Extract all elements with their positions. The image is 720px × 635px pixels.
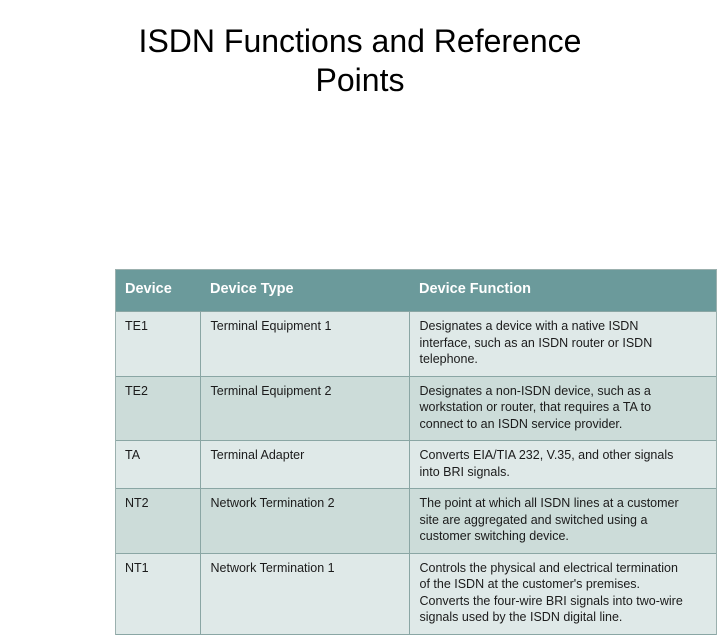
function-line: Converts the four-wire BRI signals into …: [419, 593, 683, 608]
cell-device-type: Terminal Adapter: [200, 440, 410, 489]
function-line: signals used by the ISDN digital line.: [419, 610, 623, 624]
table-row: TE1 Terminal Equipment 1 Designates a de…: [116, 311, 716, 376]
table-body: TE1 Terminal Equipment 1 Designates a de…: [116, 311, 716, 635]
function-line: Converts EIA/TIA 232, V.35, and other si…: [419, 448, 674, 462]
function-line: site are aggregated and switched using a: [419, 512, 648, 527]
function-line: Designates a non-ISDN device, such as a: [419, 383, 651, 398]
table-row: NT2 Network Termination 2 The point at w…: [116, 488, 716, 553]
table-row: NT1 Network Termination 1 Controls the p…: [116, 552, 716, 635]
function-line: interface, such as an ISDN router or ISD…: [419, 335, 653, 350]
cell-device: TA: [116, 440, 201, 489]
function-line: Designates a device with a native ISDN: [419, 319, 639, 333]
cell-device-function: Designates a non-ISDN device, such as a …: [409, 375, 716, 441]
cell-device: TE2: [116, 375, 201, 441]
function-line: The point at which all ISDN lines at a c…: [419, 496, 679, 510]
function-line: workstation or router, that requires a T…: [419, 400, 652, 414]
function-line: telephone.: [419, 352, 478, 366]
page-title: ISDN Functions and Reference Points: [30, 22, 690, 100]
cell-device-function: Controls the physical and electrical ter…: [409, 552, 716, 635]
cell-device: NT1: [116, 552, 201, 635]
function-line: customer switching device.: [419, 529, 569, 543]
cell-device: TE1: [116, 311, 201, 376]
table-row: TA Terminal Adapter Converts EIA/TIA 232…: [116, 440, 716, 489]
table-header: Device Device Type Device Function: [116, 270, 716, 312]
column-header-device: Device: [116, 270, 200, 312]
function-line: Controls the physical and electrical ter…: [419, 560, 678, 575]
function-line: connect to an ISDN service provider.: [419, 416, 623, 431]
cell-device-type: Network Termination 2: [200, 488, 410, 553]
table-row: TE2 Terminal Equipment 2 Designates a no…: [116, 375, 716, 441]
function-line: into BRI signals.: [419, 464, 510, 479]
isdn-device-table: Device Device Type Device Function TE1 T…: [116, 270, 716, 635]
cell-device-type: Terminal Equipment 2: [200, 375, 410, 441]
cell-device-type: Terminal Equipment 1: [200, 311, 410, 376]
table-corner-cut-decoration: [648, 135, 658, 145]
cell-device-function: Designates a device with a native ISDN i…: [409, 311, 716, 376]
column-header-device-type: Device Type: [200, 270, 409, 312]
function-line: of the ISDN at the customer's premises.: [419, 577, 641, 591]
table-header-row: Device Device Type Device Function: [116, 270, 716, 312]
cell-device-type: Network Termination 1: [200, 552, 410, 635]
column-header-device-function: Device Function: [409, 270, 716, 312]
cell-device: NT2: [116, 488, 201, 553]
cell-device-function: Converts EIA/TIA 232, V.35, and other si…: [409, 440, 716, 489]
cell-device-function: The point at which all ISDN lines at a c…: [409, 488, 716, 553]
page-title-line-1: ISDN Functions and Reference: [138, 23, 582, 59]
page-title-line-2: Points: [315, 62, 405, 98]
